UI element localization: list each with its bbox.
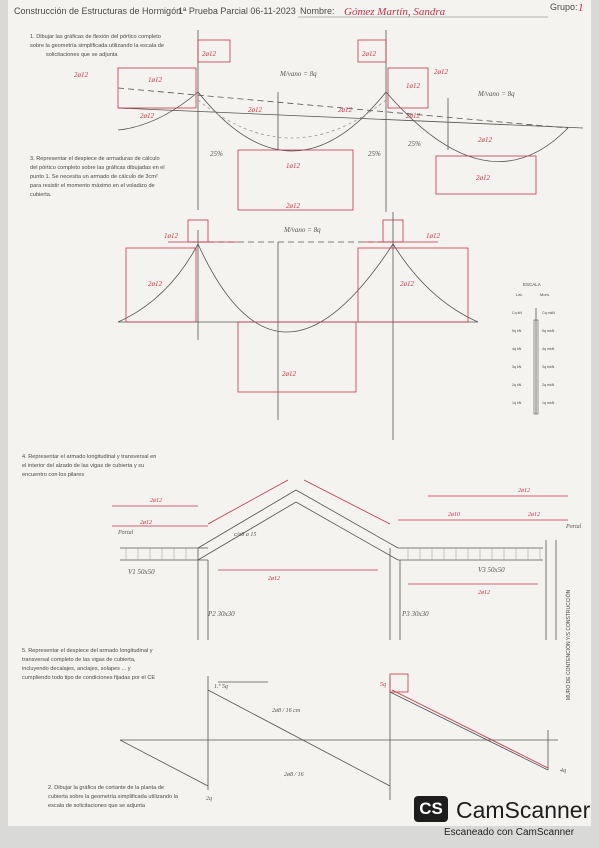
reinforcement-labels: 2ø12 2ø12 2ø12 1ø12 1ø12 M/vano = 8q [148,226,441,378]
svg-text:1ø12: 1ø12 [426,232,441,240]
svg-text:5q: 5q [380,682,386,688]
svg-text:1ø12: 1ø12 [406,82,421,90]
svg-text:2ø12: 2ø12 [140,520,152,526]
svg-text:2ø12: 2ø12 [248,106,263,114]
svg-text:3q kN: 3q kN [512,365,522,369]
elevation-diagram [112,479,568,640]
svg-text:4q mkN: 4q mkN [542,347,555,351]
svg-text:2ø12: 2ø12 [406,112,421,120]
svg-text:2ø12: 2ø12 [434,68,449,76]
svg-text:1.º 5q: 1.º 5q [214,684,228,690]
svg-text:2ø10: 2ø10 [448,512,460,518]
shear-diagram [119,673,558,800]
name-label: Nombre: [300,6,335,16]
svg-text:Cq mkN: Cq mkN [542,311,555,315]
svg-text:2ø12: 2ø12 [150,498,162,504]
svg-text:V3 50x50: V3 50x50 [478,566,505,574]
svg-text:Portal: Portal [117,530,134,536]
svg-text:Lat.: Lat. [516,292,523,297]
exam-title: Construcción de Estructuras de Hormigón [14,6,181,16]
bending-labels: 2ø12 1ø12 2ø12 2ø12 2ø12 2ø12 1ø12 2ø12 … [74,50,515,210]
svg-text:1q mkN: 1q mkN [542,401,555,405]
svg-text:2ø12: 2ø12 [148,280,163,288]
svg-text:2q kN: 2q kN [512,383,522,387]
svg-text:2ø12: 2ø12 [282,370,297,378]
svg-text:2ø12: 2ø12 [476,174,491,182]
svg-text:M/vano = 8q: M/vano = 8q [279,70,317,78]
question-1: 1. Dibujar las gráficas de flexión del p… [30,34,166,58]
svg-text:M/vano = 8q: M/vano = 8q [283,226,321,234]
exam-subtitle: 1ª Prueba Parcial 06-11-2023 [178,6,296,16]
svg-text:ESCALA: ESCALA [523,282,541,287]
student-name: Gómez Martín, Sandra [344,6,446,18]
svg-text:c/ø8 a 15: c/ø8 a 15 [234,532,256,538]
svg-text:3q mkN: 3q mkN [542,365,555,369]
question-2: 2. Dibujar la gráfica de cortante de la … [48,785,180,809]
svg-text:2ø12: 2ø12 [400,280,415,288]
svg-text:1ø12: 1ø12 [286,162,301,170]
camscanner-brand: CamScanner [456,797,591,823]
svg-text:2ø12: 2ø12 [478,136,493,144]
svg-text:4q kN: 4q kN [512,347,522,351]
svg-text:2ø12: 2ø12 [362,50,377,58]
scanned-paper: Construcción de Estructuras de Hormigón … [8,0,591,826]
svg-text:2ø12: 2ø12 [528,512,540,518]
question-5: 5. Representar el despiece del armado lo… [22,648,155,681]
svg-text:2ø12: 2ø12 [286,202,301,210]
group-label: Grupo: [550,2,578,12]
svg-text:2q mkN: 2q mkN [542,383,555,387]
exam-sheet: Construcción de Estructuras de Hormigón … [14,2,584,809]
camscanner-note: Escaneado con CamScanner [444,827,575,838]
svg-text:1ø12: 1ø12 [164,232,179,240]
wall-label: MURO DE CONTENCIÓN Y/S CONSTRUCCIÓN [565,589,572,700]
svg-text:1ø12: 1ø12 [148,76,163,84]
shear-labels: 1.º 5q 5q 2ø8 / 16 cm 2ø8 / 16 2q 4q [206,682,566,802]
svg-text:Cq kN: Cq kN [512,311,522,315]
header: Construcción de Estructuras de Hormigón … [14,2,584,18]
svg-text:5q kN: 5q kN [512,329,522,333]
elevation-labels: 2ø12 2ø12 2ø12 2ø12 2ø10 2ø12 2ø12 c/ø8 … [117,488,582,618]
svg-text:V1 50x50: V1 50x50 [128,568,155,576]
svg-text:2ø12: 2ø12 [268,576,280,582]
svg-text:2ø12: 2ø12 [518,488,530,494]
svg-text:25%: 25% [210,150,223,158]
svg-text:2ø12: 2ø12 [74,71,89,79]
svg-text:2ø12: 2ø12 [338,106,353,114]
svg-text:P2 30x30: P2 30x30 [207,610,235,618]
svg-text:2q: 2q [206,796,212,802]
bending-moment-diagram [117,30,584,212]
svg-text:Mom.: Mom. [540,292,550,297]
svg-text:2ø12: 2ø12 [202,50,217,58]
svg-text:1q kN: 1q kN [512,401,522,405]
svg-text:2ø8 / 16 cm: 2ø8 / 16 cm [272,708,301,714]
scale-legend: ESCALA Lat. Mom. Cq kN Cq mkN 5q kN 5q mkN… [512,282,555,415]
svg-text:25%: 25% [408,140,421,148]
svg-text:2ø12: 2ø12 [478,590,490,596]
svg-text:2ø12: 2ø12 [140,112,155,120]
svg-text:5q mkN: 5q mkN [542,329,555,333]
question-4: 4. Representar el armado longitudinal y … [22,454,158,478]
svg-text:2ø8 / 16: 2ø8 / 16 [284,772,304,778]
group-value: 1 [578,2,584,14]
camscanner-logo: CS [414,796,448,822]
reinforcement-diagram [117,212,479,440]
svg-text:4q: 4q [560,767,566,774]
svg-text:M/vano = 8q: M/vano = 8q [477,90,515,98]
svg-text:Portal: Portal [565,524,582,530]
question-3: 3. Representar el despiece de armaduras … [30,156,166,198]
svg-text:25%: 25% [368,150,381,158]
svg-text:P3 30x30: P3 30x30 [401,610,429,618]
